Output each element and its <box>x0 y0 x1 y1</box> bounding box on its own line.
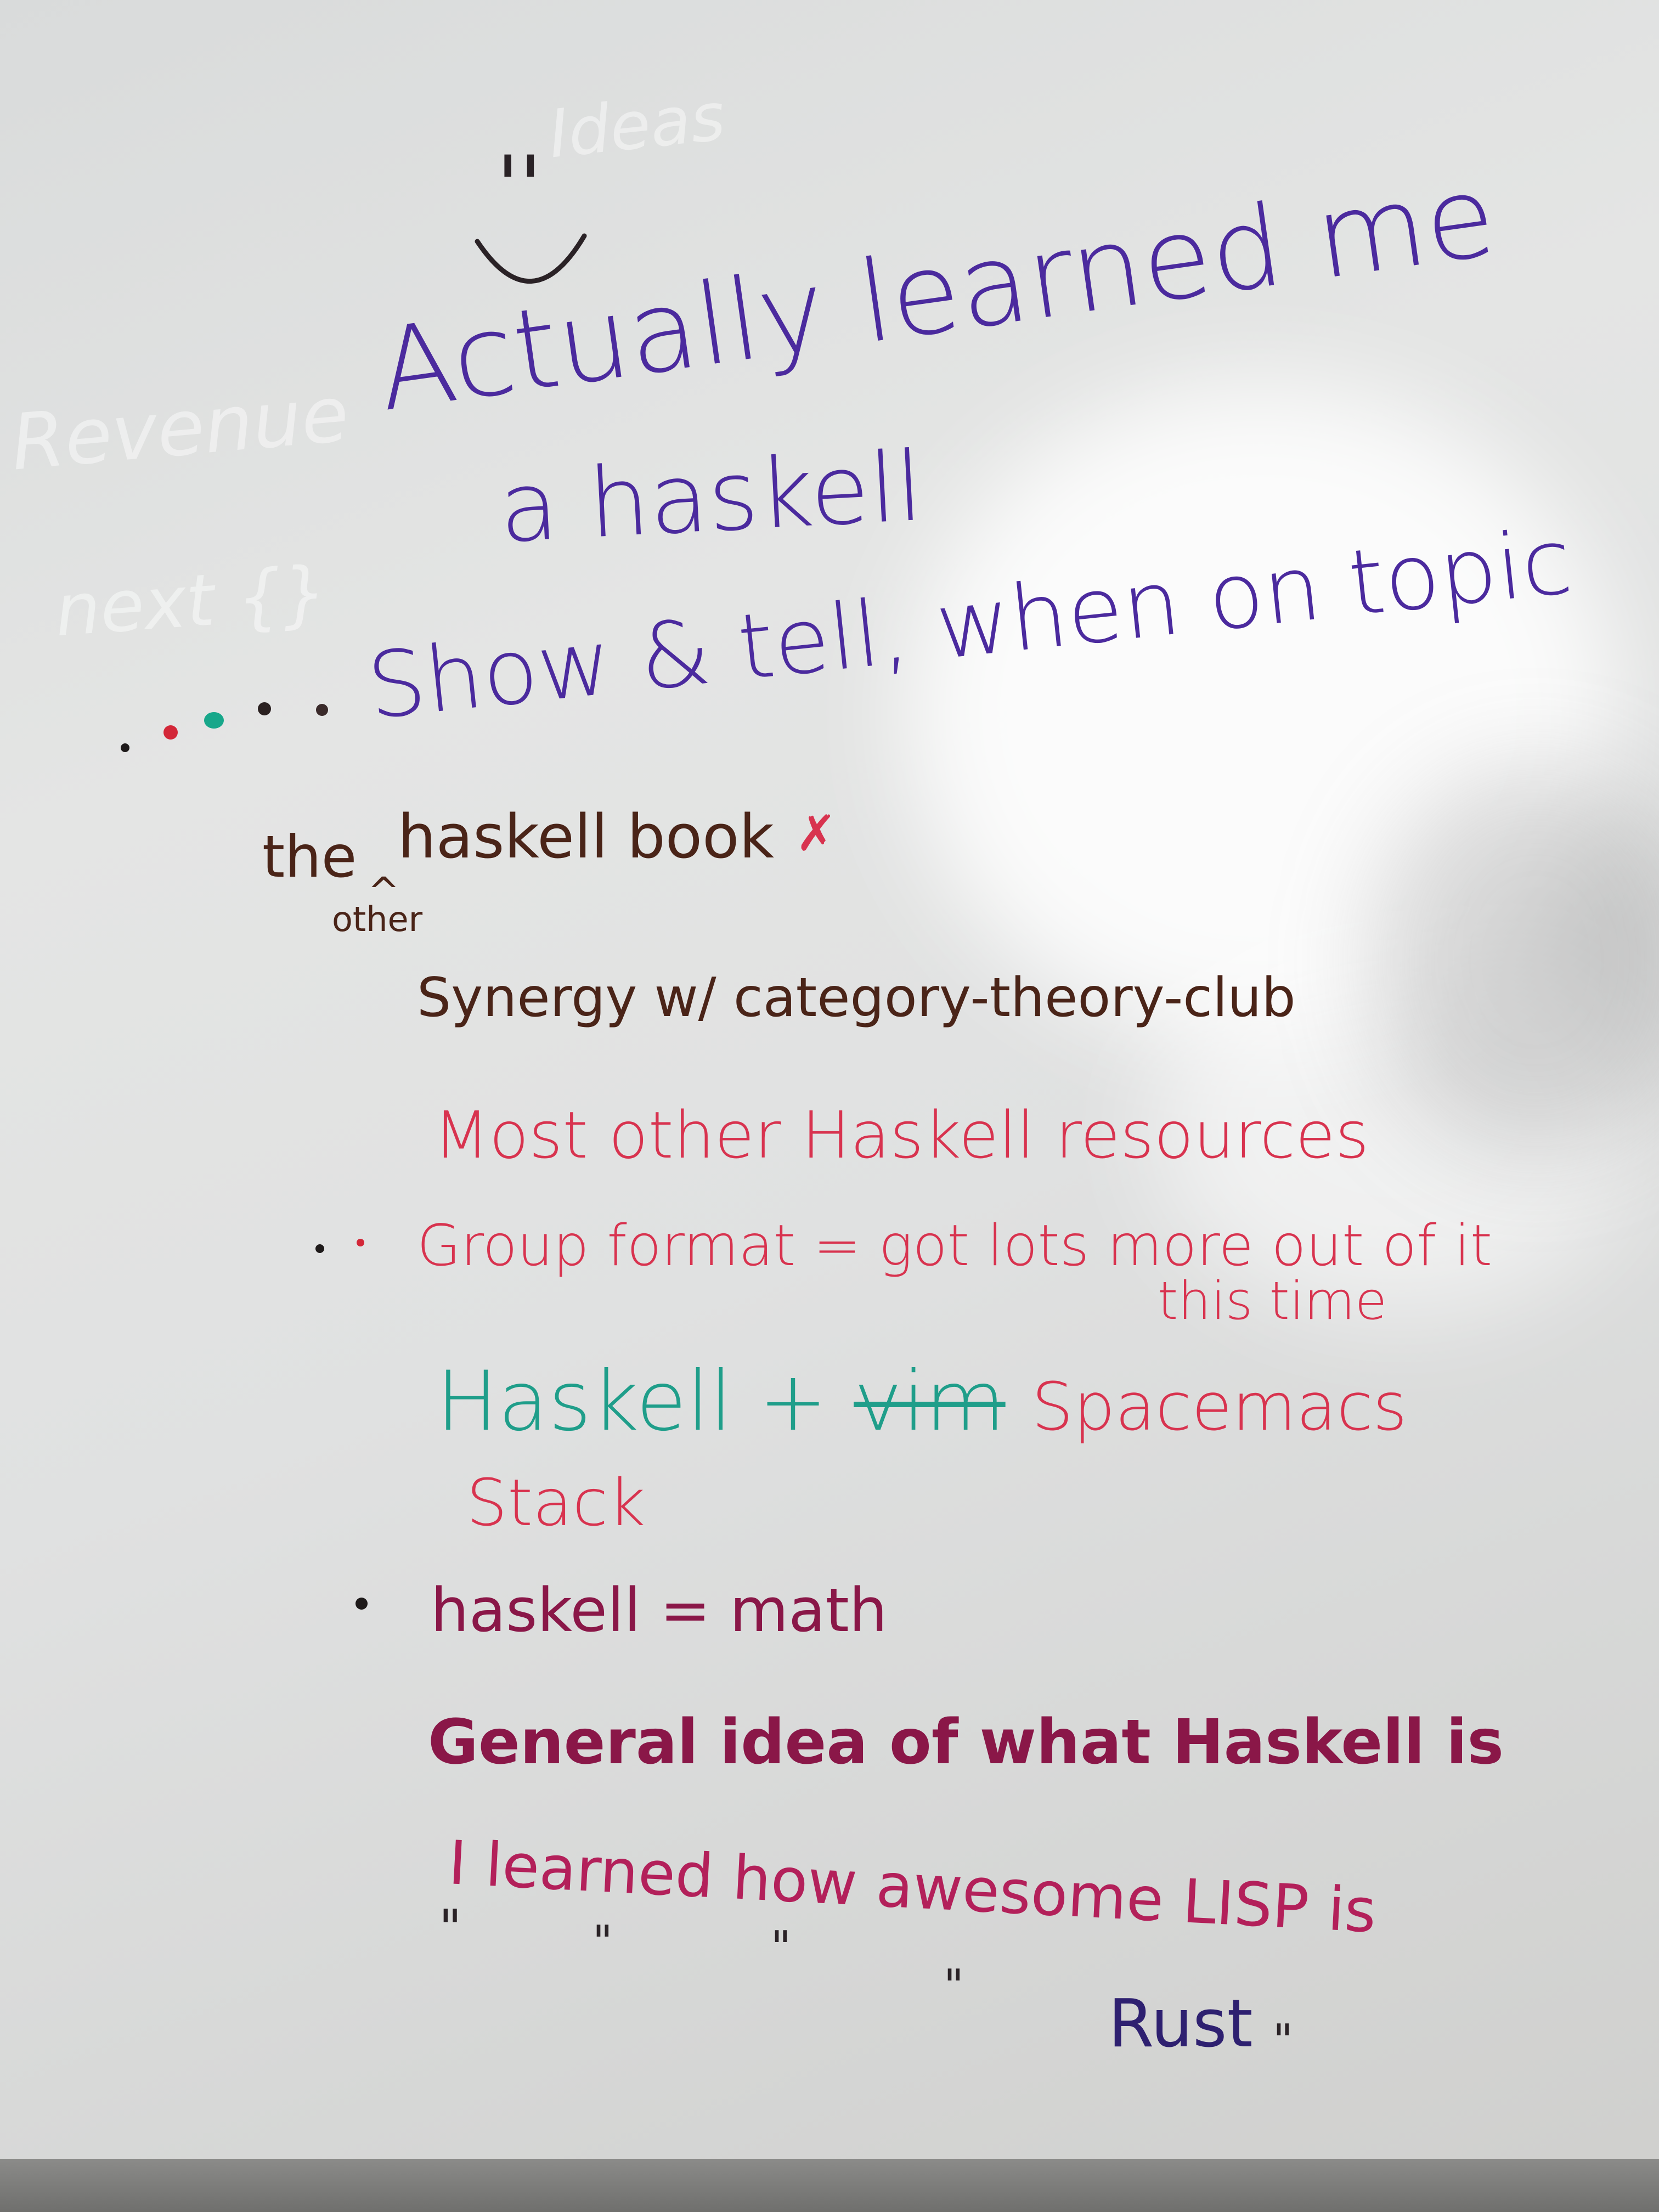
haskell-editor-line: Haskell + vim Spacemacs <box>436 1361 1407 1443</box>
whiteboard-tray <box>0 2159 1659 2212</box>
rust-word: Rust <box>1108 1986 1253 2062</box>
synergy-line: Synergy w/ category-theory-club <box>417 967 1296 1029</box>
haskell-equals-math: haskell = math <box>431 1575 888 1645</box>
rust-ditto-mark: " <box>1273 2015 1293 2066</box>
ditto-mark-4: " <box>944 1960 964 2011</box>
red-cross-mark: ✗ <box>795 805 837 862</box>
smiley-eyes: '' <box>496 139 542 234</box>
ghost-writing-3: next {} <box>52 550 330 653</box>
vim-struck: vim <box>854 1354 1006 1449</box>
ditto-mark-2: " <box>592 1916 613 1967</box>
bullet-dot-teal <box>204 712 224 729</box>
bullet-dot-group-red <box>357 1239 364 1246</box>
bullet-dot-dark-1 <box>258 702 271 715</box>
bullet-dot-group-black <box>315 1244 324 1253</box>
insert-other: other <box>332 899 423 939</box>
haskell-plus: Haskell + <box>436 1354 828 1449</box>
group-format-line-1: Group format = got lots more out of it <box>417 1213 1493 1279</box>
stack: Stack <box>466 1465 646 1541</box>
title-line-2: a haskell <box>496 431 926 565</box>
ditto-mark-1: " <box>439 1899 462 1957</box>
haskell-book-the: the <box>262 823 357 890</box>
window-glare <box>905 384 1618 1042</box>
ghost-writing-1: Ideas <box>545 78 729 173</box>
smiley-mouth <box>475 233 587 284</box>
group-format-line-2: this time <box>1158 1271 1387 1331</box>
ghost-writing-2: Revenue <box>8 369 352 488</box>
bullet-dot-red <box>163 725 178 740</box>
haskell-book-title: haskell book <box>398 802 775 872</box>
most-other-resources: Most other Haskell resources <box>433 1097 1369 1173</box>
bullet-dot-black <box>121 743 129 752</box>
bullet-dot-dark-2 <box>316 704 328 716</box>
bullet-dot-math <box>356 1598 368 1610</box>
shadow-area <box>1372 768 1659 1152</box>
spacemacs: Spacemacs <box>1031 1369 1407 1446</box>
ditto-mark-3: " <box>771 1922 791 1973</box>
insert-caret: ^ <box>368 869 400 914</box>
lisp-line: I learned how awesome LISP is <box>447 1827 1378 1946</box>
general-idea: General idea of what Haskell is <box>428 1707 1504 1778</box>
